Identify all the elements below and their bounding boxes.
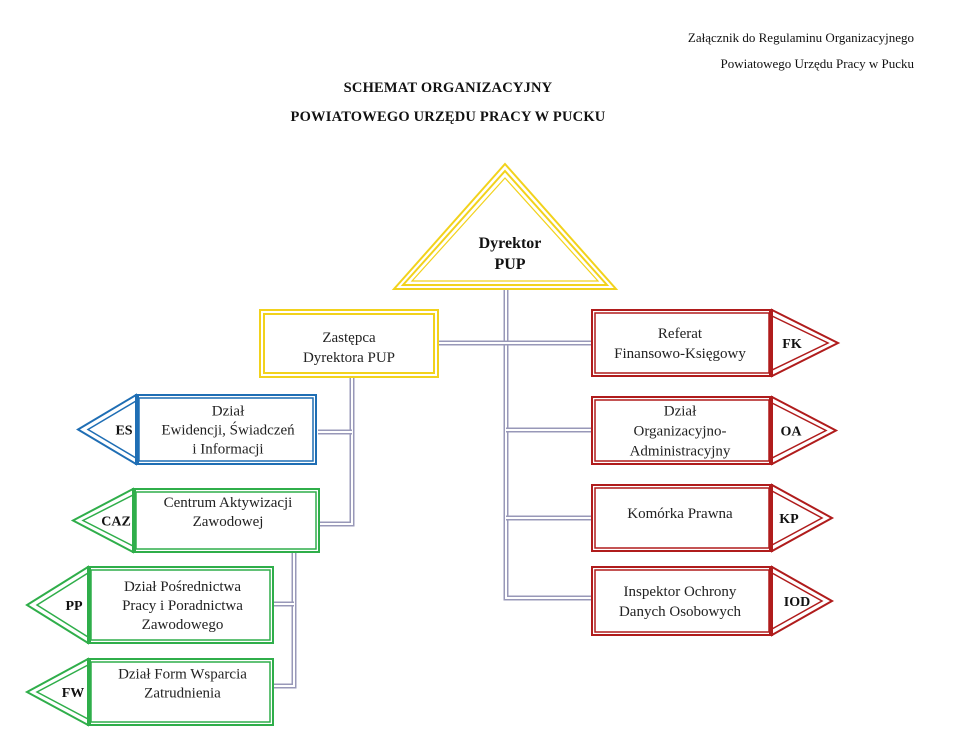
- unit-label-line: Administracyjny: [630, 444, 731, 460]
- annex-line-1: Załącznik do Regulaminu Organizacyjnego: [687, 30, 914, 45]
- unit-box-inner: [594, 399, 770, 462]
- unit-label-line: Organizacyjno-: [633, 424, 726, 440]
- deputy-caz-line: [318, 377, 355, 527]
- unit-label-line: Zawodowego: [142, 617, 224, 633]
- director-trunk-line: [503, 289, 592, 601]
- director-label-1: Dyrektor: [479, 235, 542, 252]
- unit-label-line: Referat: [658, 326, 703, 342]
- unit-code: KP: [779, 512, 799, 527]
- unit-label-line: i Informacji: [192, 442, 263, 458]
- unit-code: FK: [782, 337, 802, 352]
- unit-kp: KP Komórka Prawna: [591, 483, 835, 553]
- deputy-label-2: Dyrektora PUP: [303, 350, 395, 366]
- unit-label-line: Dział Form Wsparcia: [118, 667, 247, 683]
- unit-box-inner: [135, 491, 317, 550]
- unit-code: CAZ: [101, 515, 131, 530]
- unit-label-line: Komórka Prawna: [627, 506, 733, 522]
- unit-label-line: Centrum Aktywizacji: [164, 495, 293, 511]
- page-title: SCHEMAT ORGANIZACYJNY: [343, 80, 553, 96]
- unit-label-line: Dział: [212, 404, 245, 420]
- unit-box-inner: [594, 569, 770, 633]
- deputy-label-1: Zastępca: [322, 330, 376, 346]
- unit-code: FW: [62, 686, 85, 701]
- unit-box-inner: [594, 312, 770, 374]
- caz-sub-line: [272, 547, 318, 689]
- unit-label-line: Danych Osobowych: [619, 604, 742, 620]
- page-subtitle: POWIATOWEGO URZĘDU PRACY W PUCKU: [290, 109, 606, 125]
- unit-label-line: Ewidencji, Świadczeń: [161, 422, 295, 439]
- deputy-node: Zastępca Dyrektora PUP: [259, 309, 439, 378]
- unit-code: IOD: [784, 595, 810, 610]
- annex-line-2: Powiatowego Urzędu Pracy w Pucku: [720, 56, 914, 71]
- director-label-2: PUP: [494, 256, 525, 273]
- director-node: Dyrektor PUP: [391, 162, 619, 290]
- unit-box-inner: [90, 661, 271, 723]
- unit-label-line: Dział: [664, 404, 697, 420]
- unit-box-inner: [90, 569, 271, 641]
- unit-code: PP: [65, 599, 83, 614]
- connectors: [272, 289, 592, 689]
- unit-label-line: Finansowo-Księgowy: [614, 346, 746, 362]
- unit-label-line: Pracy i Poradnictwa: [122, 598, 243, 614]
- unit-label-line: Zawodowej: [193, 514, 264, 530]
- unit-label-line: Dział Pośrednictwa: [124, 579, 241, 595]
- unit-label-line: Inspektor Ochrony: [624, 584, 737, 600]
- unit-code: OA: [781, 425, 803, 440]
- unit-code: ES: [115, 424, 132, 439]
- unit-label-line: Zatrudnienia: [144, 686, 221, 702]
- unit-box-inner: [138, 397, 314, 462]
